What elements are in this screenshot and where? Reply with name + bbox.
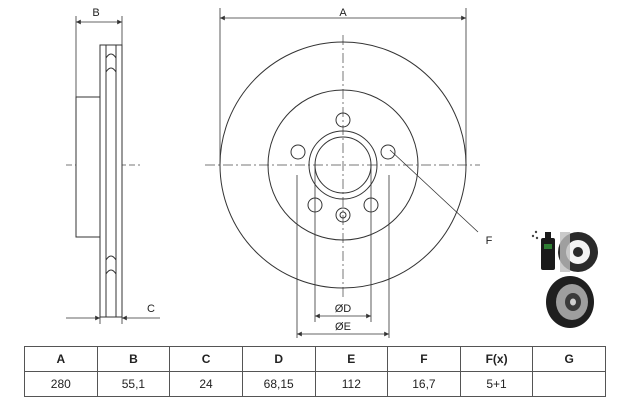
side-view (66, 16, 160, 324)
disc-with-hub-icon (558, 232, 598, 272)
label-d: ØD (335, 303, 352, 315)
table-header-row: A B C D E F F(x) G (24, 346, 606, 372)
header-f: F (387, 346, 461, 372)
disc-3d-icon (546, 276, 594, 328)
label-e: ØE (335, 321, 351, 333)
spray-can-icon (531, 230, 555, 270)
header-a: A (24, 346, 98, 372)
spec-table: A B C D E F F(x) G 280 55,1 24 68,15 112… (24, 346, 606, 397)
value-a: 280 (24, 371, 98, 397)
value-b: 55,1 (96, 371, 171, 397)
value-fx: 5+1 (459, 371, 534, 397)
header-b: B (96, 346, 171, 372)
header-e: E (314, 346, 389, 372)
label-c: C (147, 303, 155, 315)
header-fx: F(x) (459, 346, 534, 372)
label-f: F (486, 235, 493, 247)
table-row: 280 55,1 24 68,15 112 16,7 5+1 (24, 371, 606, 397)
label-a: A (339, 7, 347, 19)
header-g: G (532, 346, 606, 372)
value-d: 68,15 (241, 371, 316, 397)
brake-disc-drawing: B C A ØD ØE F (66, 7, 598, 338)
value-f: 16,7 (387, 371, 461, 397)
header-c: C (169, 346, 243, 372)
header-d: D (241, 346, 316, 372)
value-c: 24 (169, 371, 243, 397)
front-view (205, 8, 480, 338)
value-g (532, 371, 606, 397)
label-b: B (92, 7, 99, 19)
value-e: 112 (314, 371, 389, 397)
